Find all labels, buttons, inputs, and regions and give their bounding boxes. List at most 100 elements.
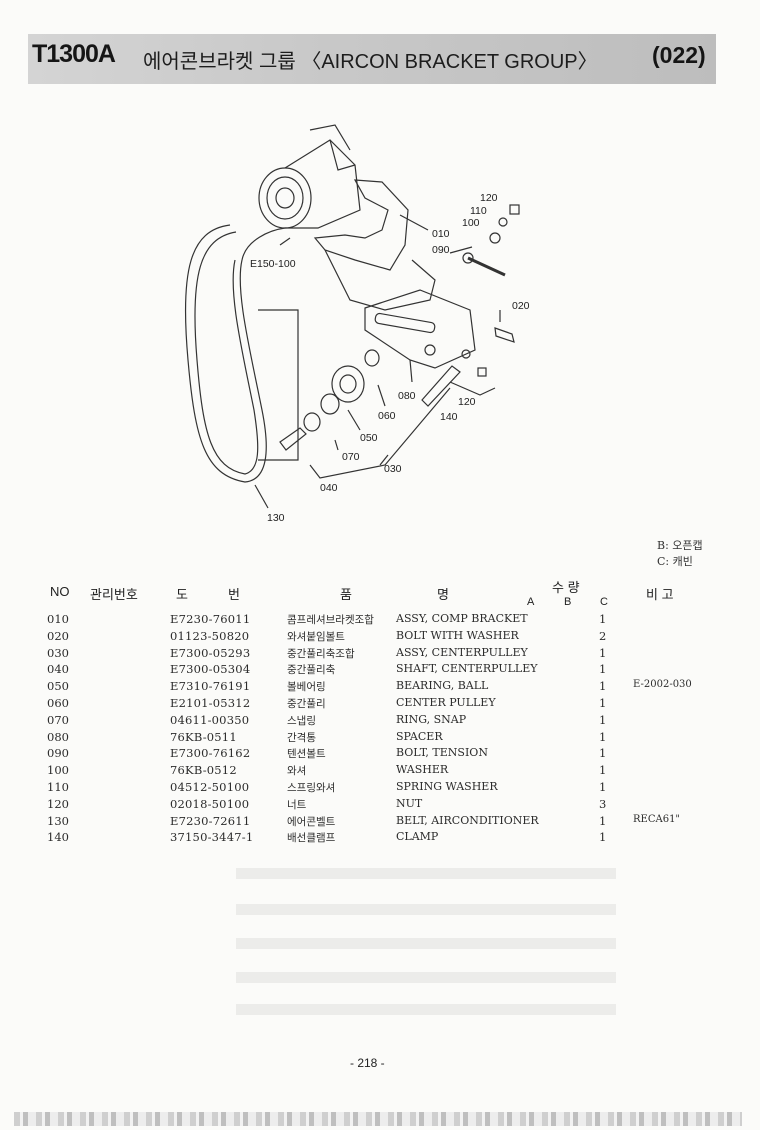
quantity: 1 bbox=[599, 830, 607, 845]
callout-130: 130 bbox=[267, 512, 285, 524]
part-code: E7300-05304 bbox=[170, 662, 251, 677]
blank-row-stripe bbox=[236, 868, 616, 879]
legend-b: B: 오픈캡 bbox=[657, 539, 703, 552]
callout-090: 090 bbox=[432, 244, 450, 256]
part-number-index: 040 bbox=[47, 662, 69, 677]
quantity: 1 bbox=[599, 662, 607, 677]
part-code: E7300-76162 bbox=[170, 746, 251, 761]
part-number-index: 060 bbox=[47, 695, 69, 710]
quantity: 1 bbox=[599, 712, 607, 727]
part-name-english: WASHER bbox=[396, 763, 449, 777]
part-name-korean: 와셔 bbox=[287, 765, 307, 778]
quantity: 1 bbox=[599, 645, 607, 660]
legend-c: C: 캐빈 bbox=[657, 555, 693, 568]
part-name-english: SHAFT, CENTERPULLEY bbox=[396, 662, 538, 676]
quantity: 1 bbox=[599, 612, 607, 626]
part-name-korean: 배선클램프 bbox=[287, 832, 336, 845]
part-code: 02018-50100 bbox=[170, 796, 250, 811]
part-name-english: CENTER PULLEY bbox=[396, 695, 496, 709]
part-name-korean: 중간풀리 bbox=[287, 697, 326, 710]
col-qty: 수 량 bbox=[552, 580, 580, 595]
col-part-a: 도 bbox=[176, 587, 188, 602]
part-number-index: 110 bbox=[47, 779, 69, 794]
part-code: E7310-76191 bbox=[170, 679, 251, 694]
part-code: 76KB-0512 bbox=[170, 763, 237, 778]
callout-010: 010 bbox=[432, 228, 450, 240]
part-number-index: 030 bbox=[47, 645, 69, 660]
blank-row-stripe bbox=[236, 972, 616, 983]
callout-100: 100 bbox=[462, 217, 480, 229]
part-name-english: BEARING, BALL bbox=[396, 679, 489, 693]
table-row: 030 E7300-05293 중간풀리축조합 ASSY, CENTERPULLEY 1 bbox=[0, 646, 760, 663]
part-name-korean: 중간풀리축조합 bbox=[287, 647, 355, 660]
col-name-a: 품 bbox=[340, 587, 352, 602]
model-code: T1300A bbox=[32, 40, 116, 68]
part-name-english: BOLT, TENSION bbox=[396, 746, 488, 760]
col-remark: 비 고 bbox=[646, 587, 674, 602]
callout-020: 020 bbox=[512, 300, 530, 312]
part-name-korean: 볼베어링 bbox=[287, 681, 326, 694]
col-part-b: 번 bbox=[228, 587, 240, 602]
center-pulley bbox=[331, 365, 365, 403]
part-number-index: 140 bbox=[47, 830, 69, 845]
part-number-index: 010 bbox=[47, 612, 69, 626]
quantity: 1 bbox=[599, 813, 607, 828]
page-number: - 218 - bbox=[350, 1056, 385, 1070]
col-name-b: 명 bbox=[437, 587, 449, 602]
part-name-english: BOLT WITH WASHER bbox=[396, 628, 519, 642]
part-number-index: 090 bbox=[47, 746, 69, 761]
part-code: E7230-76011 bbox=[170, 612, 251, 626]
part-code: 37150-3447-1 bbox=[170, 830, 254, 845]
quantity: 2 bbox=[599, 628, 607, 643]
part-name-korean: 에어콘벨트 bbox=[287, 815, 336, 828]
col-qty-c: C bbox=[600, 596, 608, 608]
callout-070: 070 bbox=[342, 451, 360, 463]
part-code: E7230-72611 bbox=[170, 813, 251, 828]
part-name-english: RING, SNAP bbox=[396, 712, 467, 726]
callout-120-lower: 120 bbox=[458, 396, 476, 408]
part-code: 04611-00350 bbox=[170, 712, 250, 727]
quantity: 1 bbox=[599, 763, 607, 778]
table-row: 060 E2101-05312 중간풀리 CENTER PULLEY 1 bbox=[0, 696, 760, 713]
blank-row-stripe bbox=[236, 938, 616, 949]
part-code: 76KB-0511 bbox=[170, 729, 237, 744]
part-name-english: ASSY, CENTERPULLEY bbox=[396, 645, 528, 659]
part-name-korean: 너트 bbox=[287, 798, 307, 811]
callout-030: 030 bbox=[384, 463, 402, 475]
col-qty-b: B bbox=[564, 596, 572, 608]
quantity: 1 bbox=[599, 695, 607, 710]
remark: E-2002-030 bbox=[633, 679, 692, 691]
exploded-parts-diagram bbox=[184, 124, 520, 509]
part-number-index: 020 bbox=[47, 628, 69, 643]
part-number-index: 120 bbox=[47, 796, 69, 811]
page-code: (022) bbox=[652, 42, 706, 68]
callout-120: 120 bbox=[480, 192, 498, 204]
part-name-korean: 텐션볼트 bbox=[287, 748, 326, 761]
callout-e150-100: E150-100 bbox=[250, 258, 296, 270]
comp-bracket-outline bbox=[313, 179, 409, 271]
part-name-korean: 콤프레셔브라켓조합 bbox=[287, 614, 374, 626]
part-name-korean: 중간풀리축 bbox=[287, 664, 336, 677]
quantity: 3 bbox=[599, 796, 607, 811]
center-pulley-plate bbox=[364, 289, 476, 369]
part-code: E2101-05312 bbox=[170, 695, 251, 710]
part-code: 01123-50820 bbox=[170, 628, 250, 643]
part-code: 04512-50100 bbox=[170, 779, 250, 794]
title-band bbox=[28, 34, 716, 84]
quantity: 1 bbox=[599, 779, 607, 794]
part-number-index: 070 bbox=[47, 712, 69, 727]
scan-edge bbox=[14, 1112, 742, 1126]
part-code: E7300-05293 bbox=[170, 645, 251, 660]
page-title: 에어콘브라켓 그룹 〈AIRCON BRACKET GROUP〉 bbox=[143, 51, 598, 73]
part-name-english: BELT, AIRCONDITIONER bbox=[396, 813, 539, 827]
callout-040: 040 bbox=[320, 482, 338, 494]
callout-060: 060 bbox=[378, 410, 396, 422]
callout-050: 050 bbox=[360, 432, 378, 444]
